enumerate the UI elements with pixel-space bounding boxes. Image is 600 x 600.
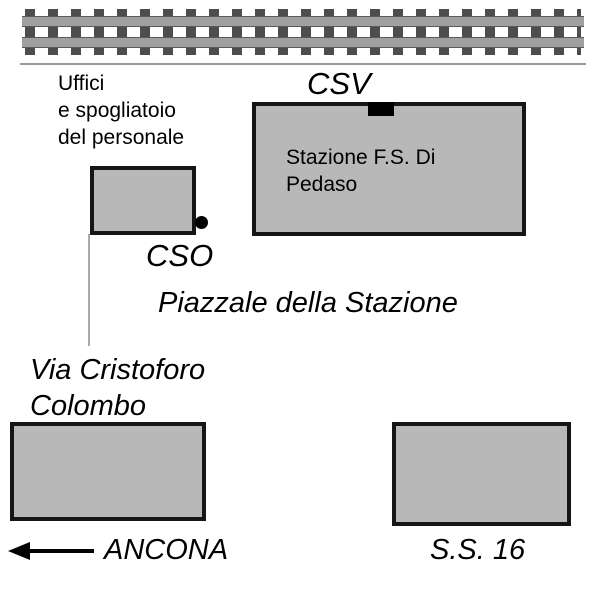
ss16-label: S.S. 16 bbox=[430, 534, 526, 566]
arrow-tail bbox=[26, 549, 94, 553]
railway-track bbox=[22, 9, 584, 55]
ancona-label: ANCONA bbox=[104, 534, 229, 566]
bottom-right-building bbox=[392, 422, 571, 526]
via-street-line bbox=[88, 234, 90, 346]
arrow-head bbox=[8, 542, 30, 560]
track-divider-line bbox=[20, 63, 586, 65]
track-rail-bottom bbox=[22, 37, 584, 48]
offices-building bbox=[90, 166, 196, 235]
station-building: Stazione F.S. Di Pedaso bbox=[252, 102, 526, 236]
cso-marker-dot bbox=[195, 216, 208, 229]
cso-label: CSO bbox=[146, 238, 214, 273]
station-building-label: Stazione F.S. Di Pedaso bbox=[286, 146, 436, 196]
csv-marker bbox=[368, 102, 394, 116]
left-arrow-icon bbox=[8, 542, 94, 560]
bottom-left-building bbox=[10, 422, 206, 521]
via-cristoforo-colombo-label: Via Cristoforo Colombo bbox=[30, 354, 206, 422]
csv-label: CSV bbox=[307, 66, 371, 101]
piazzale-label: Piazzale della Stazione bbox=[158, 287, 458, 319]
track-rail-top bbox=[22, 16, 584, 27]
offices-label: Uffici e spogliatoio del personale bbox=[58, 72, 185, 149]
